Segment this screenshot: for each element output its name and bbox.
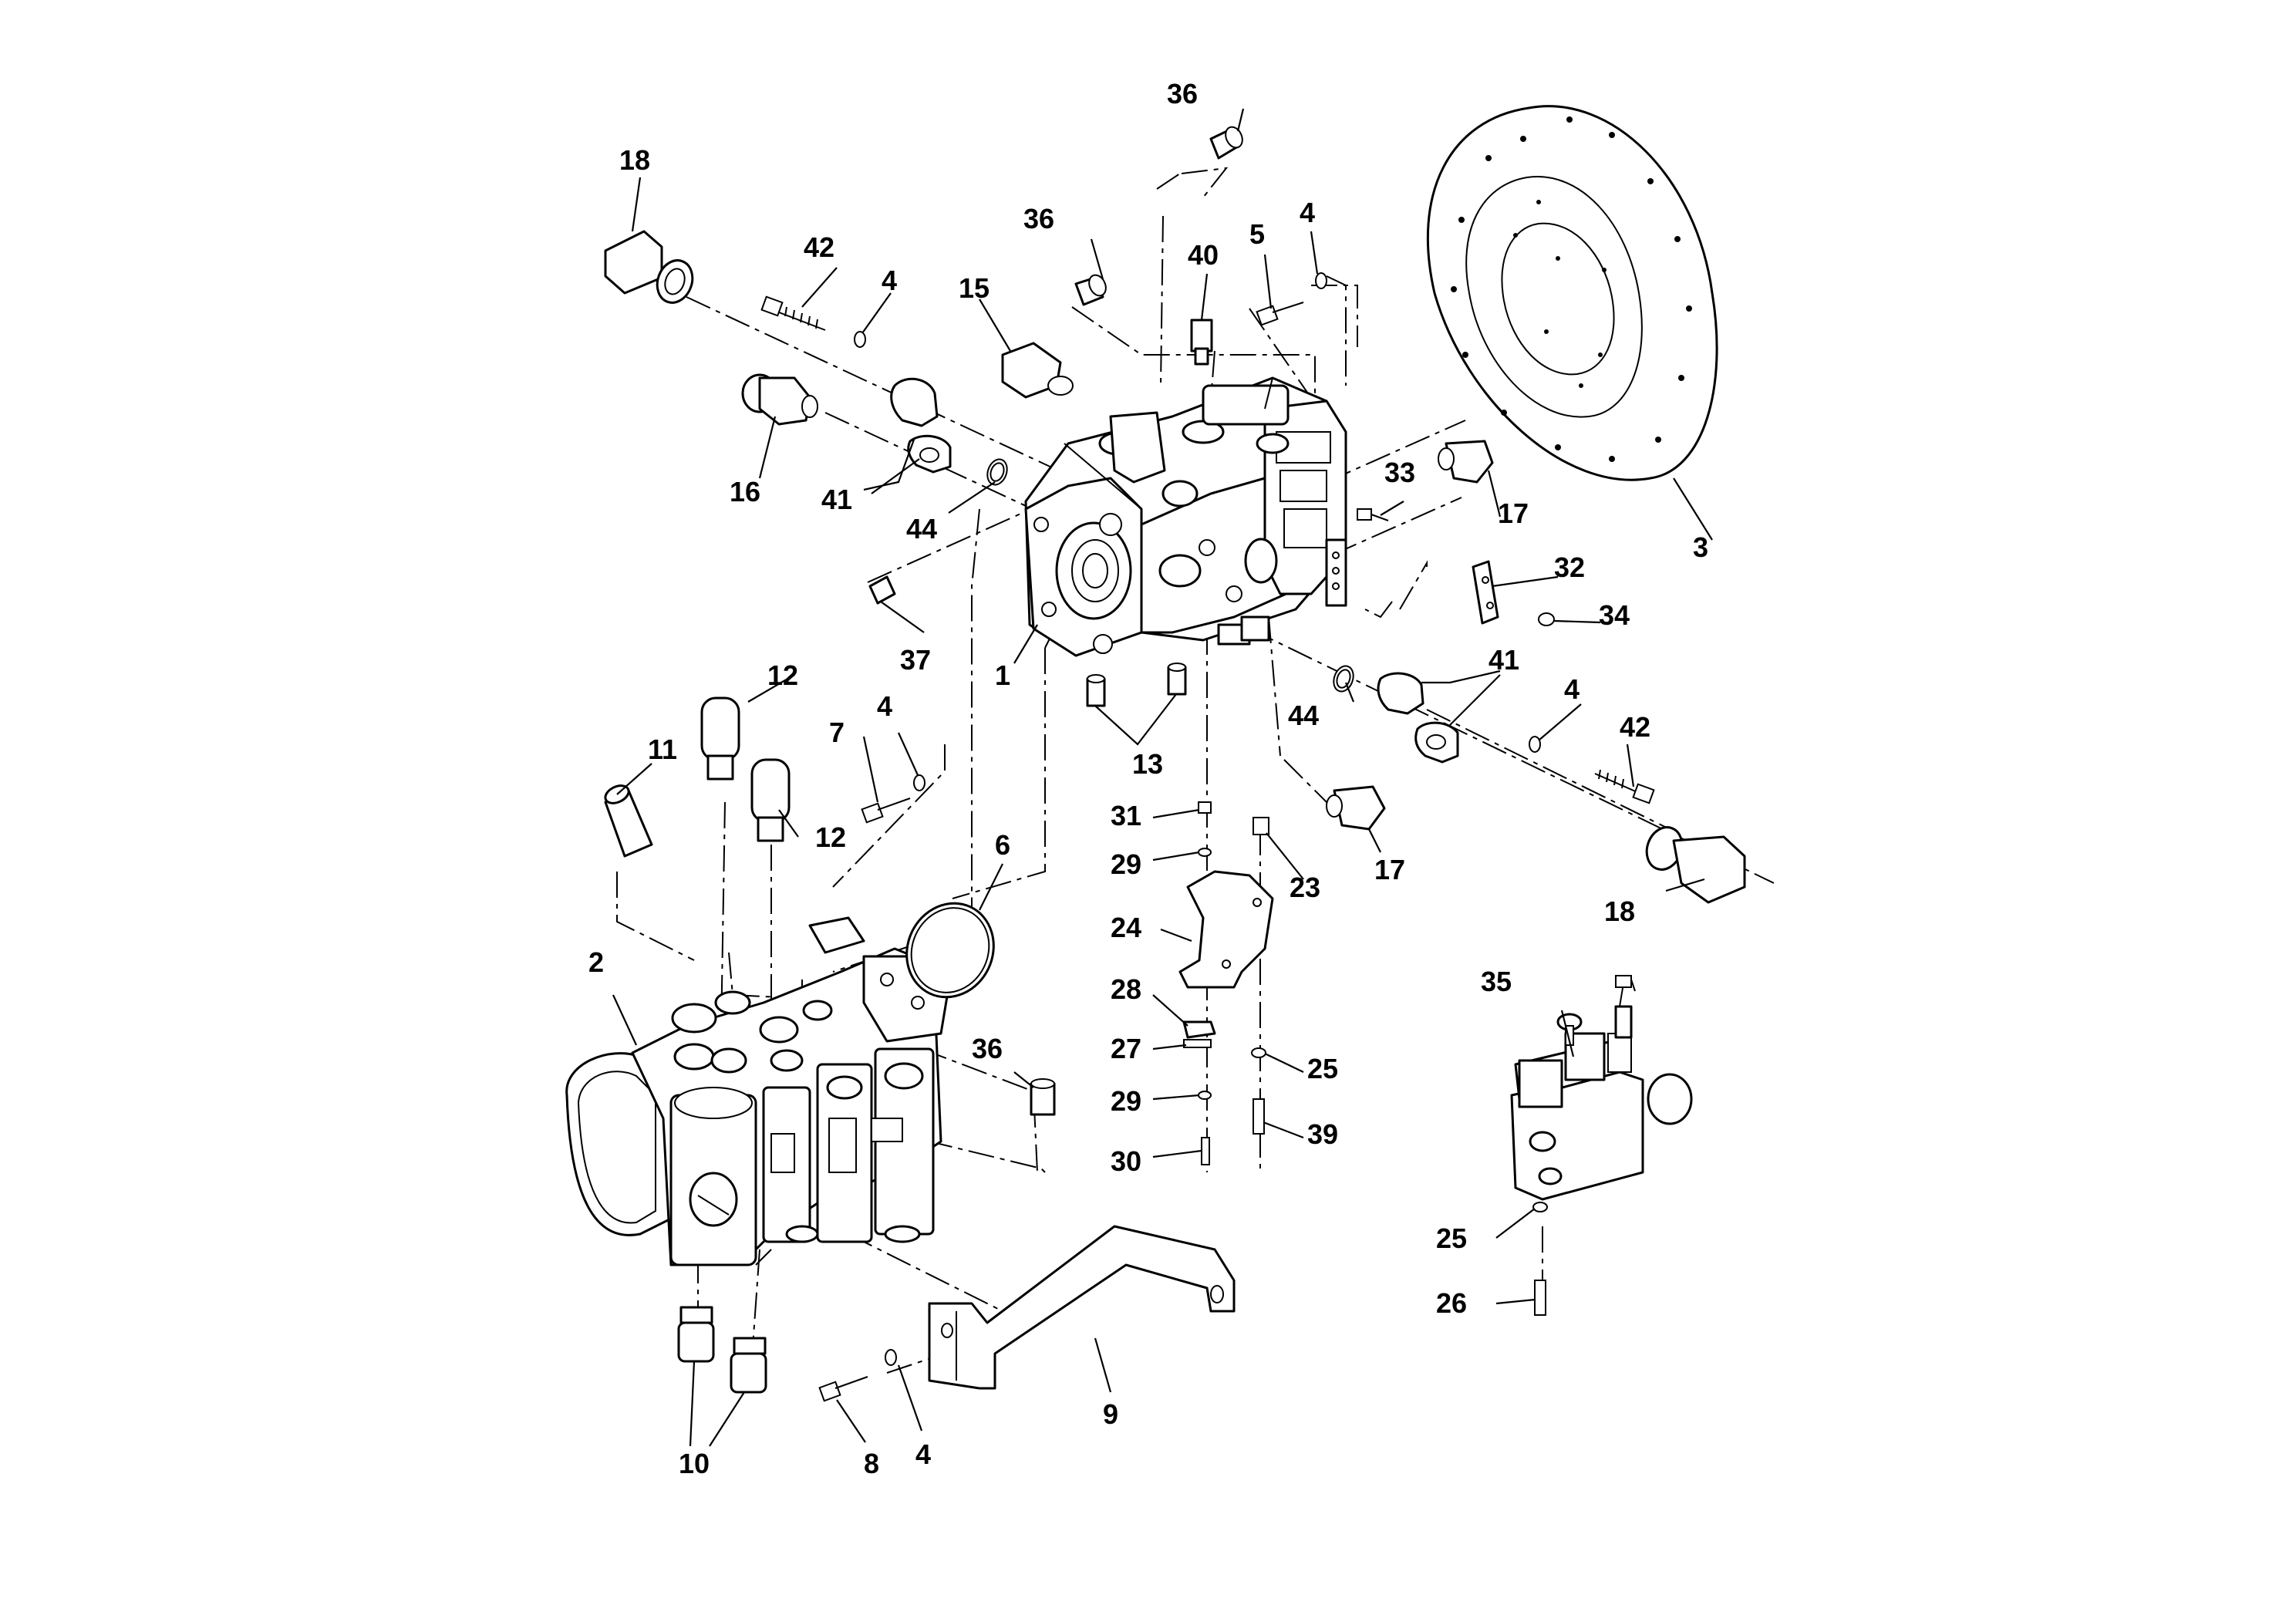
o-ring-44a [986,458,1008,486]
callout-16: 16 [730,476,760,508]
leader-lines [612,108,1713,1447]
callout-35: 35 [1481,966,1512,997]
callout-8: 8 [864,1448,879,1479]
fitting-13b [1167,663,1187,696]
plug-37 [868,575,896,605]
callout-2: 2 [588,946,604,978]
coupling-flange [1426,105,1718,481]
plug-36a [1209,126,1243,160]
washer-4b [1315,272,1327,289]
elbow-fitting-17a [1438,440,1494,484]
callout-23: 23 [1290,872,1320,903]
elbow-fitting-15 [1001,342,1074,399]
straight-fitting-11 [604,784,653,858]
callout-4: 4 [1300,197,1315,228]
pressure-switch-12a [700,696,740,781]
callout-3: 3 [1693,531,1708,563]
callout-18: 18 [619,144,650,176]
solenoid-valve-icon [1510,975,1693,1201]
bolt-7 [861,798,911,824]
bolt-33 [1357,508,1389,521]
split-flange-41b [1377,672,1459,764]
elbow-fitting-18b [1645,826,1746,904]
union-10b [730,1337,767,1394]
callout-9: 9 [1103,1398,1118,1430]
callout-17: 17 [1498,497,1529,529]
sensor-40 [1190,319,1213,366]
callout-39: 39 [1307,1118,1338,1150]
fitting-13a [1086,674,1106,707]
callout-26: 26 [1436,1287,1467,1319]
bolt-8 [818,1376,868,1402]
washer-4e [885,1349,897,1366]
callout-33: 33 [1384,457,1415,488]
callout-42: 42 [1620,711,1650,743]
callout-30: 30 [1111,1145,1141,1177]
callout-29: 29 [1111,848,1141,880]
callout-28: 28 [1111,973,1141,1005]
bolt-42b [1594,769,1655,804]
callout-12: 12 [815,821,846,853]
callout-34: 34 [1599,599,1630,631]
bracket-24 [1178,870,1274,989]
mounting-bracket-9 [928,1225,1236,1390]
bracket-32 [1472,560,1499,625]
elbow-fitting-18a [604,230,694,304]
callout-29: 29 [1111,1085,1141,1117]
callout-36: 36 [972,1033,1003,1064]
callout-41: 41 [821,484,852,515]
callout-4: 4 [877,690,892,722]
o-ring-6 [905,902,995,999]
washer-4a [854,331,866,348]
callout-32: 32 [1554,551,1585,583]
callout-1: 1 [995,659,1010,691]
callout-10: 10 [679,1448,710,1479]
callout-12: 12 [767,659,798,691]
callout-17: 17 [1374,854,1405,885]
union-10a [677,1306,715,1363]
callout-25: 25 [1436,1222,1467,1254]
callout-13: 13 [1132,748,1163,780]
callout-5: 5 [1249,218,1265,250]
callout-36: 36 [1167,78,1198,110]
callout-31: 31 [1111,800,1141,831]
clip-27-28 [1182,1020,1216,1048]
callout-4: 4 [915,1438,931,1470]
tandem-pump-icon [565,916,950,1266]
hydraulic-pump-icon [1024,376,1347,657]
plug-36c [1030,1078,1056,1116]
bolt-5 [1256,302,1304,326]
washer-4c [913,774,925,791]
callout-6: 6 [995,829,1010,861]
o-ring-44b [1333,665,1354,693]
callout-4: 4 [1564,673,1580,705]
callout-44: 44 [906,513,937,545]
callout-27: 27 [1111,1033,1141,1064]
nut-34 [1538,612,1555,626]
split-flange-41a [890,377,952,474]
callout-7: 7 [829,717,845,748]
callout-25: 25 [1307,1053,1338,1084]
callout-15: 15 [959,272,990,304]
callout-40: 40 [1188,239,1219,271]
callout-44: 44 [1288,700,1319,731]
callout-36: 36 [1023,203,1054,234]
pressure-switch-12b [750,758,791,842]
elbow-fitting-16 [741,373,818,426]
callout-labels: 36 18 36 5 4 40 42 4 15 16 41 44 33 17 3… [588,78,1708,1479]
callout-37: 37 [900,644,931,676]
washer-4d [1529,736,1541,753]
hardware-stack [1198,801,1548,1316]
plug-36b [1074,274,1107,306]
callout-18: 18 [1604,895,1635,927]
callout-42: 42 [804,231,834,263]
callout-4: 4 [882,265,897,296]
bolt-42a [760,295,826,331]
callout-24: 24 [1111,912,1141,943]
callout-11: 11 [648,733,677,765]
elbow-fitting-17b [1326,785,1386,831]
callout-41: 41 [1489,644,1519,676]
